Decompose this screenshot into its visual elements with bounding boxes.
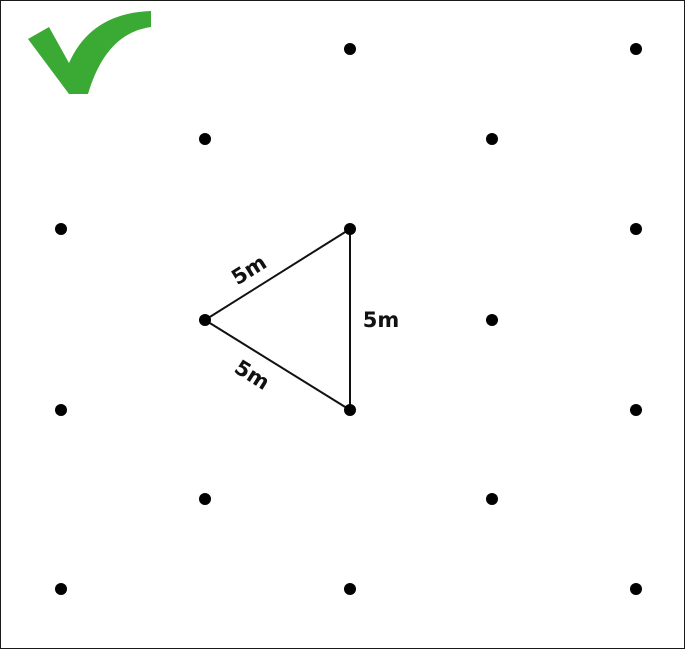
triangle-edge-top-left — [204, 228, 351, 321]
triangle — [204, 228, 351, 411]
plant-dot — [199, 314, 211, 326]
plant-dots — [55, 43, 642, 595]
plant-dot — [630, 223, 642, 235]
edge-label-right: 5m — [363, 308, 400, 332]
plant-dot — [344, 583, 356, 595]
plant-dot — [630, 583, 642, 595]
triangle-edge-bottom-left — [204, 319, 351, 411]
plant-dot — [55, 583, 67, 595]
plant-dot — [344, 43, 356, 55]
plant-dot — [486, 314, 498, 326]
plant-dot — [486, 133, 498, 145]
plant-dot — [199, 493, 211, 505]
edge-label-bottom-left: 5m — [230, 355, 274, 395]
plant-dot — [344, 223, 356, 235]
plant-dot — [486, 493, 498, 505]
plant-dot — [199, 133, 211, 145]
green-checkmark-icon — [28, 11, 151, 94]
plant-dot — [630, 43, 642, 55]
plant-dot — [630, 404, 642, 416]
plant-dot — [344, 404, 356, 416]
plant-dot — [55, 223, 67, 235]
plant-dot — [55, 404, 67, 416]
